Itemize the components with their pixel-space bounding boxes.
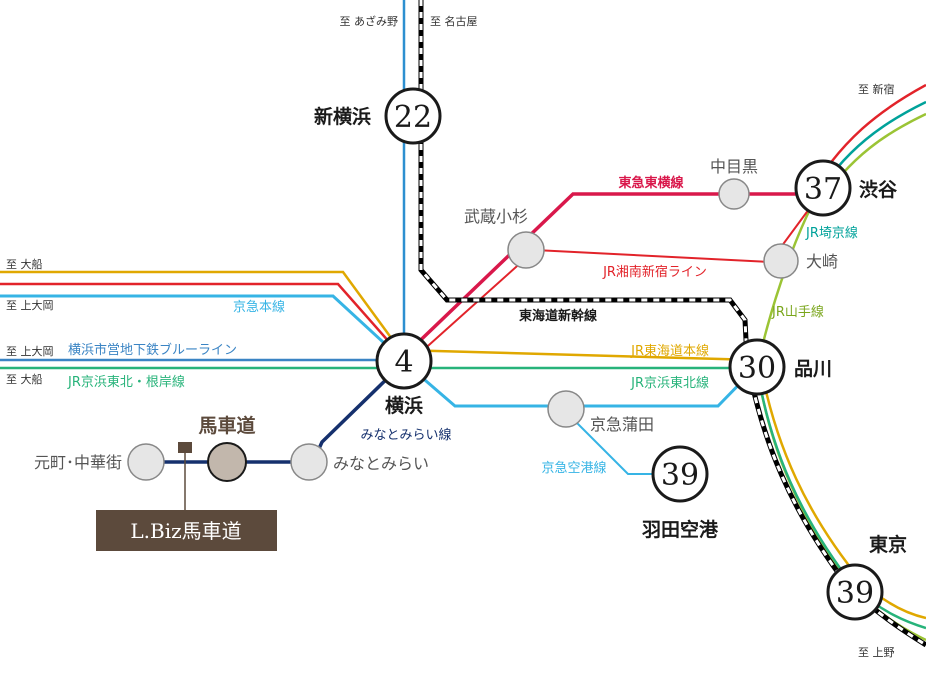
label-minatomirai: みなとみらい線 [360, 427, 451, 443]
name-bashamichi: 馬車道 [198, 414, 255, 437]
dest-ueno: 至 上野 [858, 646, 895, 659]
station-shinagawa[interactable] [728, 338, 786, 396]
name-shinyokohama: 新横浜 [314, 105, 371, 128]
name-osaki: 大崎 [806, 252, 838, 271]
shonan-line-left [0, 282, 399, 353]
dest-kamiooka-1: 至 上大岡 [6, 298, 54, 312]
name-motomachi: 元町･中華街 [34, 453, 122, 472]
shinkansen-line [418, 0, 926, 648]
name-shinagawa: 品川 [794, 358, 832, 380]
label-shinkansen: 東海道新幹線 [519, 308, 598, 324]
tokaido-line [0, 270, 758, 362]
minutes-tokyo: 39 [836, 576, 874, 611]
dest-ofuna-1: 至 大船 [6, 257, 43, 271]
label-keihin-negishi: JR京浜東北・根岸線 [67, 374, 185, 390]
label-tokaido: JR東海道本線 [630, 343, 709, 359]
minutes-shibuya: 37 [804, 172, 842, 207]
station-nakameguro[interactable] [718, 178, 750, 210]
station-keikyukamata[interactable] [547, 390, 585, 428]
station-bashamichi[interactable] [207, 442, 247, 482]
label-yamanote: JR山手線 [771, 304, 824, 320]
name-tokyo: 東京 [869, 533, 907, 556]
station-shinyokohama[interactable] [384, 87, 442, 145]
label-toyoko: 東急東横線 [618, 175, 684, 191]
tokaido-line-right [759, 367, 926, 620]
shonan-shinjuku-line [409, 204, 813, 363]
name-nakameguro: 中目黒 [710, 157, 758, 176]
building-marker-icon [178, 442, 192, 453]
name-minatomirai: みなとみらい [333, 454, 429, 473]
label-shonan: JR湘南新宿ライン [602, 264, 707, 280]
minutes-yokohama: 4 [394, 345, 413, 380]
label-keihin-tohoku: JR京浜東北線 [630, 375, 709, 391]
minutes-haneda: 39 [661, 458, 699, 493]
building-label: L.Biz馬車道 [130, 519, 241, 543]
station-osaki[interactable] [763, 243, 799, 279]
station-shibuya[interactable] [794, 159, 852, 217]
label-saikyo: JR埼京線 [805, 225, 858, 241]
name-haneda: 羽田空港 [642, 518, 719, 541]
name-shibuya: 渋谷 [859, 178, 898, 201]
label-airport: 京急空港線 [541, 460, 606, 476]
building-label-box [96, 510, 277, 551]
name-yokohama: 横浜 [385, 394, 423, 417]
dest-kamiooka-2: 至 上大岡 [6, 344, 54, 358]
label-keikyu-main: 京急本線 [233, 299, 285, 315]
keihin-tohoku-line-right [755, 367, 926, 630]
dest-ofuna-2: 至 大船 [6, 372, 43, 386]
name-keikyukamata: 京急蒲田 [590, 415, 654, 434]
keikyu-main-line [0, 294, 398, 356]
name-musashikosugi: 武蔵小杉 [464, 207, 528, 226]
station-haneda[interactable] [651, 445, 709, 503]
station-yokohama[interactable] [375, 332, 433, 390]
station-minatomirai[interactable] [290, 443, 328, 481]
station-musashikosugi[interactable] [507, 231, 545, 269]
dest-shinjuku: 至 新宿 [858, 82, 895, 96]
dest-azamino: 至 あざみ野 [340, 14, 399, 28]
station-tokyo[interactable] [826, 563, 884, 621]
minutes-shinyokohama: 22 [394, 100, 432, 135]
dest-nagoya: 至 名古屋 [430, 14, 478, 28]
minutes-shinagawa: 30 [738, 351, 776, 386]
label-subway: 横浜市営地下鉄ブルーライン [68, 342, 237, 358]
station-motomachi[interactable] [127, 443, 165, 481]
